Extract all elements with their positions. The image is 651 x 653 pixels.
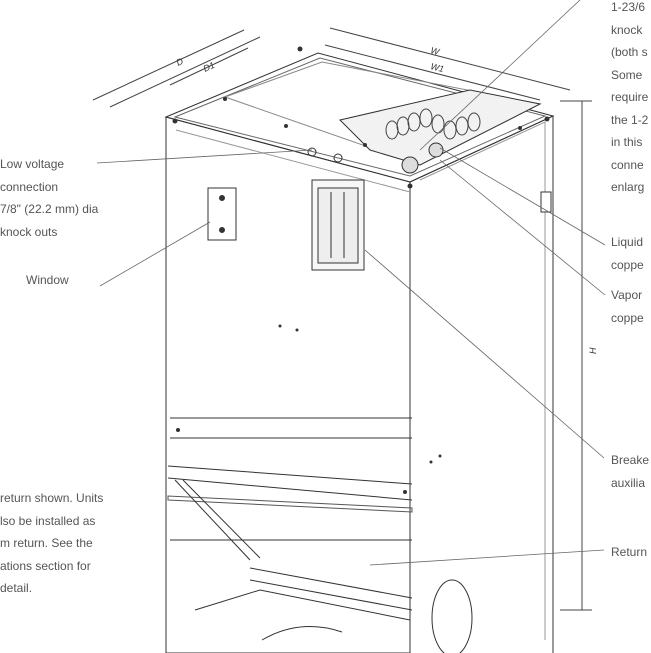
dimension-w1: W1 bbox=[430, 61, 446, 74]
label-top-right: 1-23/6 knock (both s Some require the 1-… bbox=[611, 0, 649, 194]
dimension-d: D bbox=[175, 56, 186, 68]
cabinet-front bbox=[165, 116, 411, 653]
dimension-d1: D1 bbox=[202, 60, 217, 74]
label-return-note: return shown. Units lso be installed as … bbox=[0, 491, 104, 595]
return-opening bbox=[431, 579, 473, 653]
dimension-w: W bbox=[430, 45, 442, 57]
label-breaker: Breake auxilia bbox=[611, 453, 650, 490]
label-liquid: Liquid coppe bbox=[611, 235, 644, 272]
dimension-h: H bbox=[588, 347, 598, 354]
label-low-voltage: Low voltage connection 7/8" (22.2 mm) di… bbox=[0, 157, 99, 239]
label-window: Window bbox=[26, 273, 69, 287]
label-vapor: Vapor coppe bbox=[611, 288, 644, 325]
cabinet-side bbox=[409, 115, 554, 653]
label-return: Return bbox=[611, 545, 648, 559]
